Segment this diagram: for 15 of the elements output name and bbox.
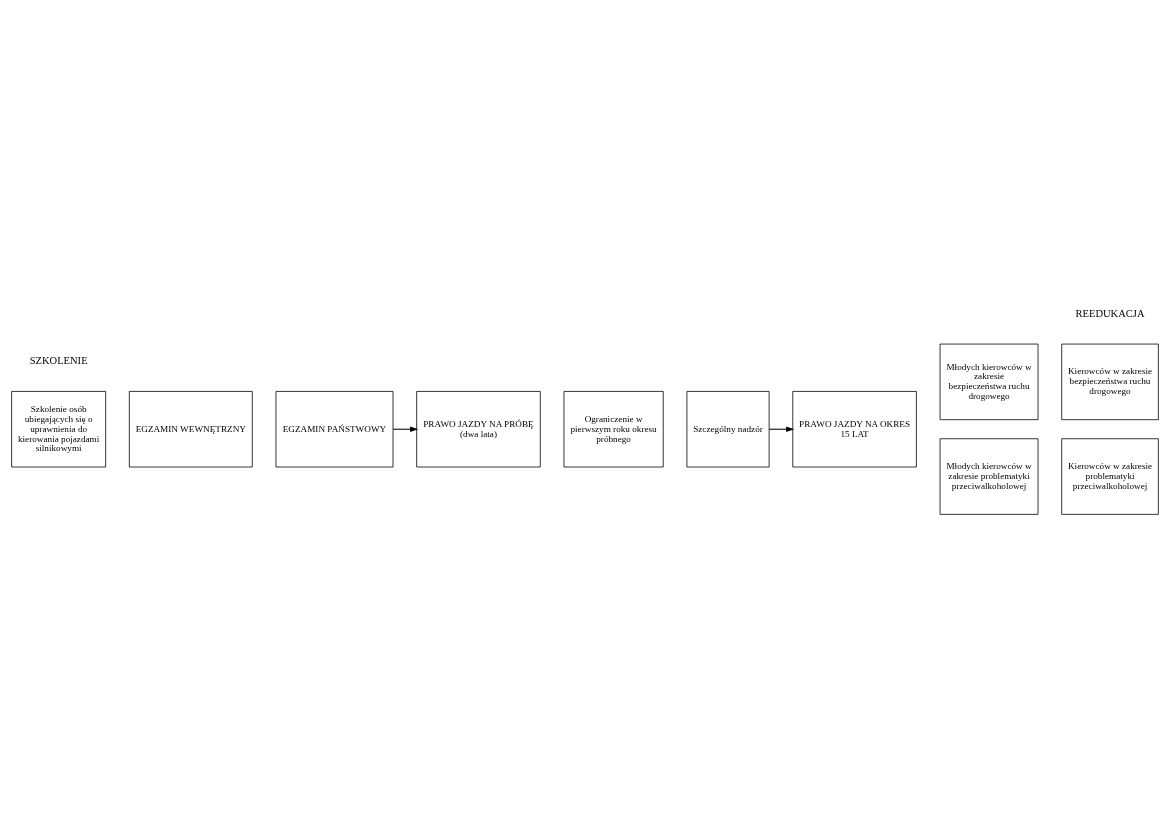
node-box: EGZAMIN WEWNĘTRZNY <box>128 391 253 468</box>
node-box: Szczególny nadzór <box>686 391 770 468</box>
node-box: Szkolenie osób ubiegających się o uprawnienia do kierowania pojazdami silnikowymi <box>11 391 107 468</box>
node-box: Młodych kierowców w zakresie problematyki przeciwalkoholowej <box>939 438 1039 515</box>
node-box: Kierowców w zakresie bezpieczeństwa ruchu drogowego <box>1061 343 1159 421</box>
arrow <box>768 426 795 433</box>
arrow <box>392 426 419 433</box>
node-box: EGZAMIN PAŃSTWOWY <box>275 391 394 468</box>
node-box: Młodych kierowców w zakresie bezpieczeństwa ruchu drogowego <box>939 343 1039 421</box>
node-box: PRAWO JAZDY NA PRÓBĘ (dwa lata) <box>416 391 541 468</box>
node-box: Ograniczenie w pierwszym roku okresu próbnego <box>563 391 664 468</box>
label: SZKOLENIE <box>29 354 88 366</box>
label: REEDUKACJA <box>1075 307 1145 319</box>
node-box: Kierowców w zakresie problematyki przeciwalkoholowej <box>1061 438 1159 515</box>
node-box: PRAWO JAZDY NA OKRES 15 LAT <box>792 391 917 468</box>
